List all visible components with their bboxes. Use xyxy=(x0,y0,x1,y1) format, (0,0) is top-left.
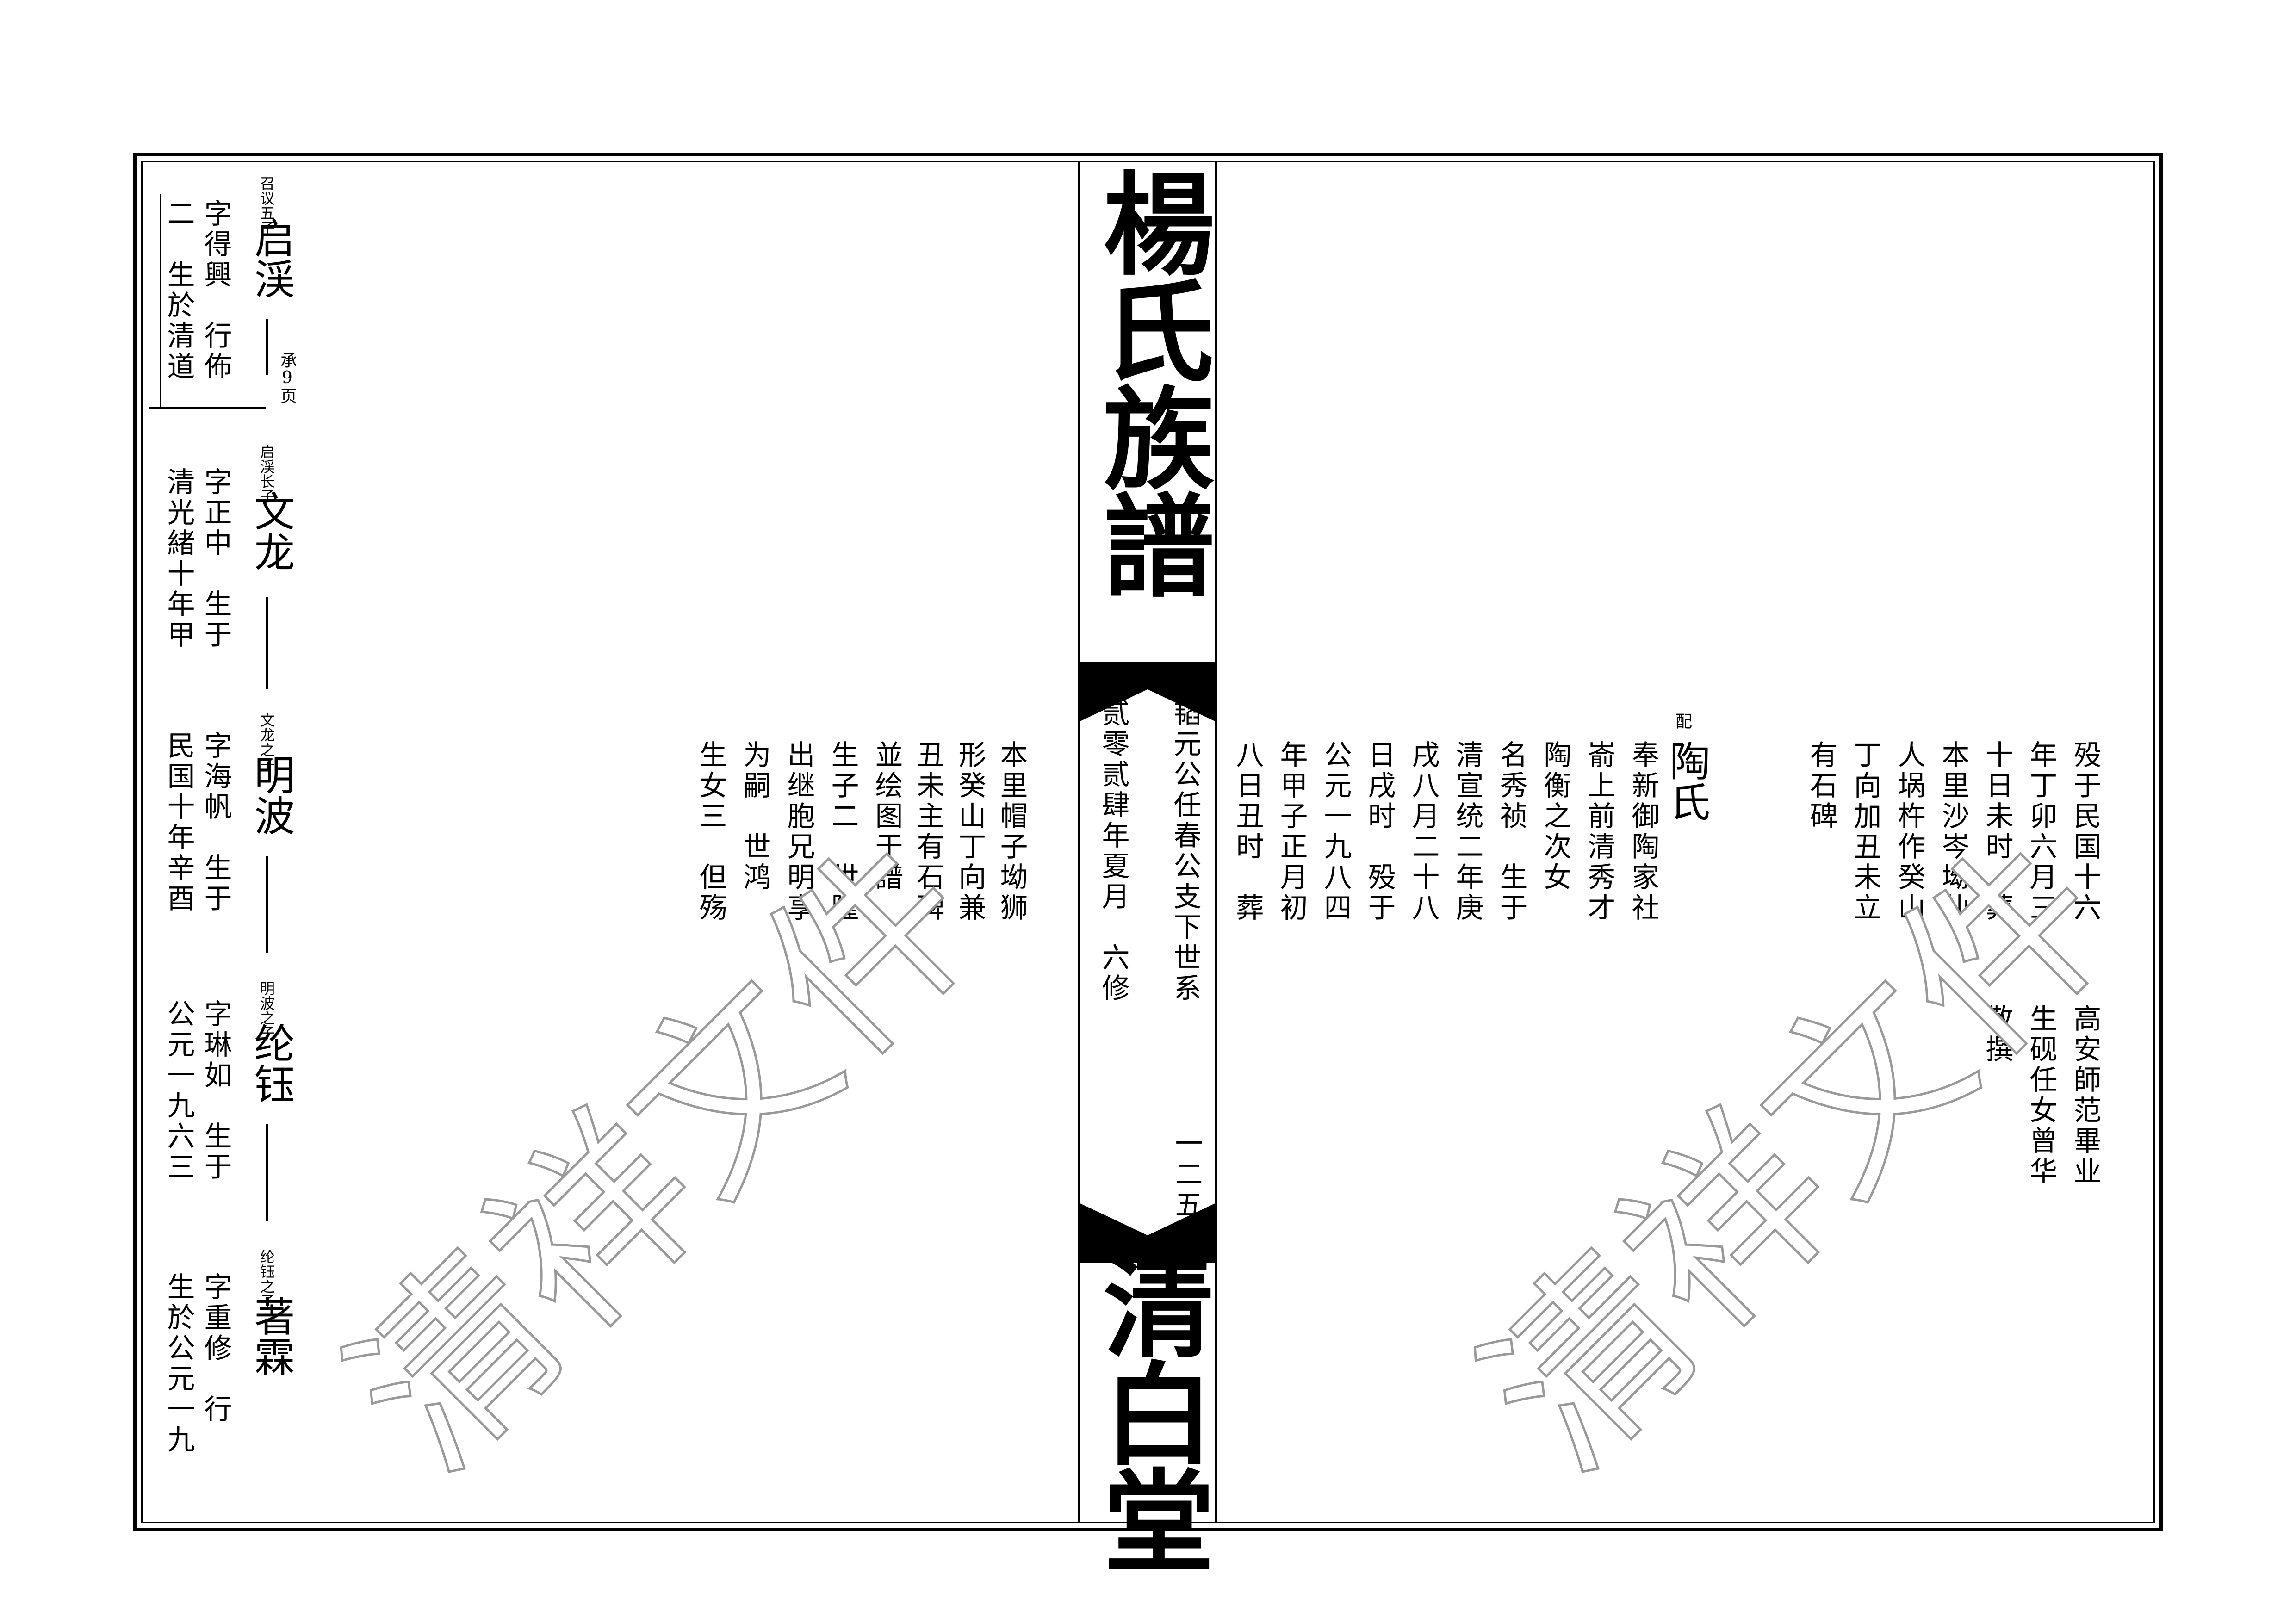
spine-title: 楊氏族譜 xyxy=(1085,167,1215,596)
author-column: 敬撰 xyxy=(1981,1004,2013,1065)
bracket-line xyxy=(160,194,161,407)
text-column: 戌八月二十八 xyxy=(1407,740,1440,923)
text-column: 生子二 世隆 xyxy=(826,740,859,923)
relation-note: 纶钰之子 xyxy=(258,1249,275,1308)
person-detail: 字正中 生于 xyxy=(199,467,232,650)
relation-note: 启渓长子 xyxy=(258,444,275,503)
text-column: 十日未时 葬 xyxy=(1981,740,2013,923)
lineage-line xyxy=(266,597,268,689)
person-name: 明波 xyxy=(248,754,295,836)
text-column: 有石碑 xyxy=(1805,740,1837,832)
text-column: 本里沙岑坳仙 xyxy=(1937,740,1969,923)
person-name: 著霖 xyxy=(248,1295,295,1377)
continuation-note: 承9页 xyxy=(278,352,297,404)
text-column: 形癸山丁向兼 xyxy=(954,740,986,923)
text-column: 奉新御陶家社 xyxy=(1627,740,1659,923)
text-column: 並绘图于譜 xyxy=(870,740,903,893)
spine-revision: 贰零贰肆年夏月 六修 xyxy=(1097,699,1129,1004)
text-column: 为嗣 世鸿 xyxy=(738,740,771,893)
text-column: 陶衡之次女 xyxy=(1539,740,1571,893)
text-column: 日戌时 殁于 xyxy=(1363,740,1396,923)
spouse-name: 陶氏 xyxy=(1663,740,1711,822)
person-detail: 字海帆 生于 xyxy=(199,731,232,914)
inner-border xyxy=(141,161,2155,1523)
person-name: 文龙 xyxy=(248,490,295,572)
person-detail: 字得興 行佈 xyxy=(199,199,232,382)
fishtail-top xyxy=(1079,662,1216,722)
author-column: 生砚任女曾华 xyxy=(2025,1004,2057,1187)
text-column: 生女三 但殇 xyxy=(695,740,727,923)
spine-hall-name: 清白堂 xyxy=(1085,1249,1215,1571)
text-column: 清宣统二年庚 xyxy=(1451,740,1483,923)
text-column: 丁向加丑未立 xyxy=(1849,740,1881,923)
text-column: 名秀祯 生于 xyxy=(1495,740,1527,923)
relation-note: 召议五子 xyxy=(258,176,275,235)
person-detail: 字琳如 生于 xyxy=(199,999,232,1183)
text-column: 出继胞兄明享 xyxy=(782,740,815,923)
page-number: 一二五 xyxy=(1170,1129,1203,1220)
text-column: 嵛上前清秀才 xyxy=(1583,740,1615,923)
lineage-line xyxy=(266,1124,268,1221)
relation-note: 明波之子 xyxy=(258,981,275,1040)
fishtail-bottom xyxy=(1079,1203,1216,1263)
text-column: 丑未主有石碑 xyxy=(912,740,944,923)
lineage-line xyxy=(266,319,268,375)
person-name: 启渓 xyxy=(248,217,295,299)
text-column: 本里帽子坳狮 xyxy=(995,740,1028,923)
lineage-line xyxy=(266,856,268,953)
text-column: 人埚杵作癸山 xyxy=(1893,740,1925,923)
spine xyxy=(1078,161,1217,1523)
text-column: 年丁卯六月三 xyxy=(2025,740,2057,923)
text-column: 八日丑时 葬 xyxy=(1231,740,1264,923)
person-detail: 字重修 行 xyxy=(199,1272,232,1425)
spouse-label: 配 xyxy=(1673,712,1692,729)
person-detail: 民国十年辛酉 xyxy=(162,731,195,914)
person-detail: 二 生於清道 xyxy=(162,199,195,382)
person-name: 纶钰 xyxy=(248,1022,295,1104)
person-detail: 生於公元一九 xyxy=(162,1272,195,1456)
outer-border xyxy=(133,153,2163,1531)
text-column: 殁于民国十六 xyxy=(2069,740,2101,923)
relation-note: 文龙之子 xyxy=(258,712,275,772)
text-column: 年甲子正月初 xyxy=(1275,740,1308,923)
text-column: 公元一九八四 xyxy=(1319,740,1352,923)
divider-line xyxy=(149,407,266,409)
spine-subtitle: 韬元公任春公支下世系 xyxy=(1169,699,1201,1004)
person-detail: 公元一九六三 xyxy=(162,999,195,1183)
person-detail: 清光緒十年甲 xyxy=(162,467,195,650)
author-column: 高安師范畢业 xyxy=(2069,1004,2101,1187)
